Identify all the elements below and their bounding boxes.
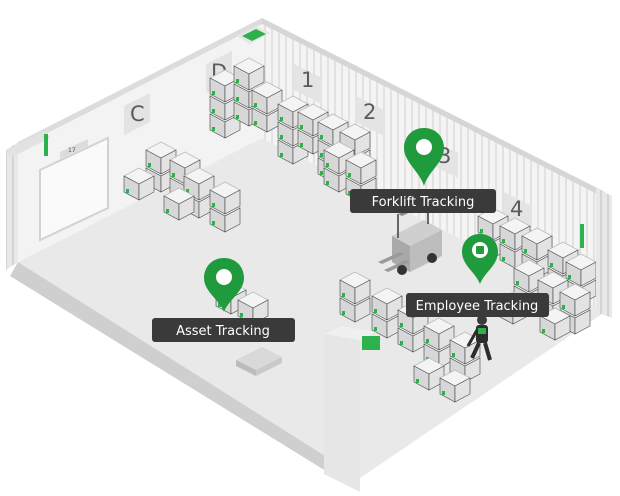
wall-sensor-front [362, 336, 380, 350]
forklift-pin-icon [404, 128, 444, 186]
storage-racks [123, 57, 597, 403]
front-right-wall [324, 334, 360, 492]
forklift-tracking-label: Forklift Tracking [350, 189, 496, 213]
svg-text:Asset Tracking: Asset Tracking [176, 324, 270, 339]
asset-tracking-label: Asset Tracking [152, 318, 295, 342]
svg-text:2: 2 [363, 100, 376, 124]
svg-text:Employee Tracking: Employee Tracking [416, 299, 539, 314]
asset-cart [236, 347, 282, 376]
zone-sign-1: 1 [294, 64, 322, 104]
zone-sign-2: 2 [356, 96, 384, 136]
svg-text:Forklift Tracking: Forklift Tracking [372, 195, 475, 210]
wall-sensor-right [580, 224, 584, 248]
employee-pin-icon [462, 234, 498, 284]
employee-figure [466, 315, 492, 361]
svg-text:C: C [130, 102, 145, 126]
loading-door [39, 136, 109, 242]
svg-text:1: 1 [301, 68, 314, 92]
zone-sign-c: C [124, 93, 150, 135]
left-end-wall [6, 142, 18, 270]
door-sign: 17 [68, 147, 76, 154]
asset-pin-icon [204, 258, 244, 312]
zone-sign-4: 4 [504, 192, 532, 232]
svg-text:4: 4 [510, 197, 523, 221]
employee-tracking-label: Employee Tracking [406, 293, 549, 317]
